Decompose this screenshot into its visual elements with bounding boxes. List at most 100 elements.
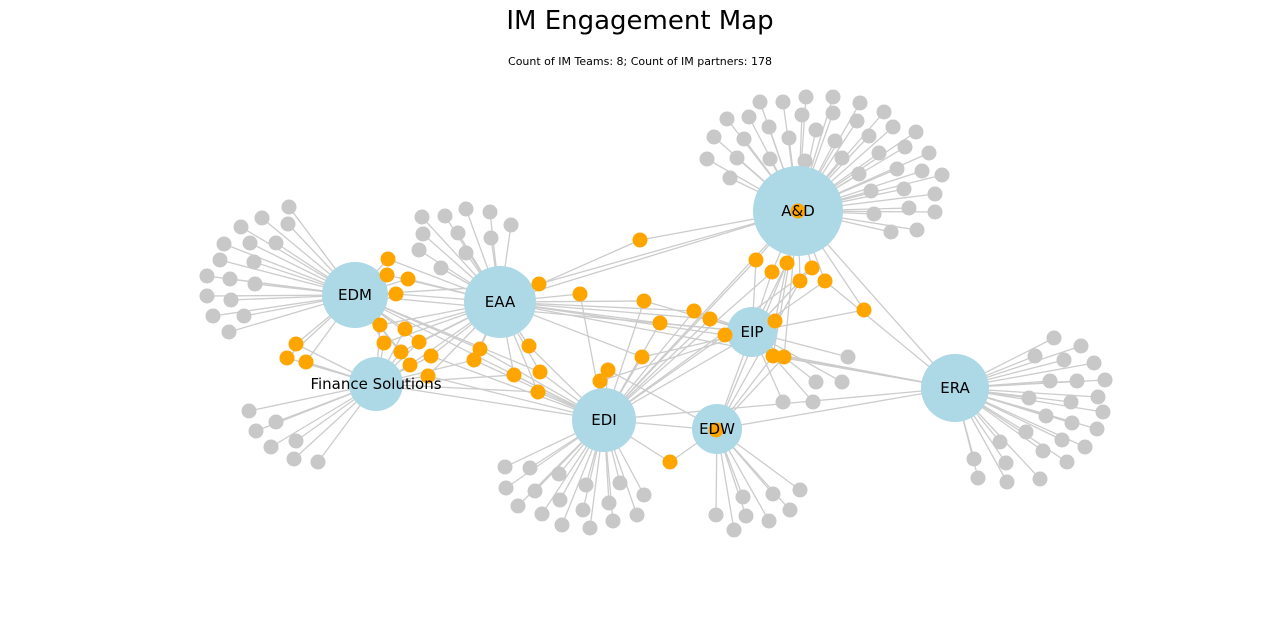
partner-node bbox=[1018, 424, 1034, 440]
partner-node bbox=[729, 150, 745, 166]
shared-partner-node bbox=[717, 327, 733, 343]
shared-partner-node bbox=[379, 267, 395, 283]
partner-node bbox=[222, 271, 238, 287]
partner-node bbox=[808, 374, 824, 390]
partner-node bbox=[458, 245, 474, 261]
partner-edge bbox=[375, 383, 539, 393]
partner-node bbox=[738, 508, 754, 524]
partner-node bbox=[921, 145, 937, 161]
partner-node bbox=[268, 414, 284, 430]
partner-node bbox=[871, 145, 887, 161]
partner-node bbox=[1059, 454, 1075, 470]
shared-partner-node bbox=[767, 313, 783, 329]
partner-edge bbox=[603, 267, 813, 421]
partner-node bbox=[437, 208, 453, 224]
partner-node bbox=[966, 451, 982, 467]
shared-partner-node bbox=[380, 251, 396, 267]
partner-node bbox=[775, 394, 791, 410]
partner-node bbox=[805, 394, 821, 410]
partner-node bbox=[852, 95, 868, 111]
partner-node bbox=[280, 216, 296, 232]
partner-node bbox=[522, 460, 538, 476]
partner-node bbox=[741, 109, 757, 125]
team-label: EIP bbox=[741, 323, 764, 341]
shared-partner-node bbox=[764, 264, 780, 280]
partner-node bbox=[450, 225, 466, 241]
partner-node bbox=[612, 475, 628, 491]
shared-partner-node bbox=[298, 354, 314, 370]
partner-node bbox=[601, 495, 617, 511]
partner-node bbox=[825, 105, 841, 121]
partner-node bbox=[927, 186, 943, 202]
partner-node bbox=[775, 94, 791, 110]
team-label: ERA bbox=[940, 379, 970, 397]
shared-partner-node bbox=[592, 373, 608, 389]
shared-partner-node bbox=[792, 273, 808, 289]
partner-node bbox=[510, 498, 526, 514]
partner-node bbox=[1056, 352, 1072, 368]
shared-partner-node bbox=[279, 350, 295, 366]
partner-node bbox=[534, 506, 550, 522]
partner-node bbox=[415, 226, 431, 242]
partner-node bbox=[840, 349, 856, 365]
shared-partner-node bbox=[776, 349, 792, 365]
shared-partner-node bbox=[400, 271, 416, 287]
team-node bbox=[464, 266, 536, 338]
team-node bbox=[322, 262, 388, 328]
partner-node bbox=[482, 204, 498, 220]
partner-node bbox=[781, 130, 797, 146]
shared-partner-node bbox=[636, 293, 652, 309]
partner-node bbox=[1090, 389, 1106, 405]
partner-node bbox=[199, 288, 215, 304]
shared-partner-node bbox=[466, 352, 482, 368]
shared-partner-node bbox=[402, 357, 418, 373]
partner-node bbox=[268, 235, 284, 251]
partner-node bbox=[248, 423, 264, 439]
partner-node bbox=[1073, 338, 1089, 354]
partner-node bbox=[876, 104, 892, 120]
shared-partner-node bbox=[702, 311, 718, 327]
team-label: EDI bbox=[591, 411, 616, 429]
partner-node bbox=[909, 222, 925, 238]
partner-node bbox=[1032, 471, 1048, 487]
partner-node bbox=[834, 150, 850, 166]
partner-node bbox=[1021, 390, 1037, 406]
partner-node bbox=[866, 206, 882, 222]
page-subtitle: Count of IM Teams: 8; Count of IM partne… bbox=[508, 55, 772, 68]
partner-node bbox=[752, 94, 768, 110]
partner-node bbox=[885, 119, 901, 135]
partner-node bbox=[483, 230, 499, 246]
partner-node bbox=[254, 210, 270, 226]
shared-partner-node bbox=[686, 303, 702, 319]
partner-node bbox=[792, 482, 808, 498]
partner-node bbox=[863, 183, 879, 199]
partner-node bbox=[205, 308, 221, 324]
shared-partner-node bbox=[393, 344, 409, 360]
partner-node bbox=[503, 217, 519, 233]
shared-partner-node bbox=[388, 286, 404, 302]
partner-node bbox=[889, 161, 905, 177]
shared-partner-node bbox=[532, 364, 548, 380]
partner-node bbox=[765, 486, 781, 502]
partner-node bbox=[1046, 330, 1062, 346]
partner-node bbox=[1089, 421, 1105, 437]
team-node bbox=[572, 388, 636, 452]
partner-node bbox=[934, 167, 950, 183]
partner-node bbox=[636, 487, 652, 503]
partner-node bbox=[1069, 373, 1085, 389]
partner-node bbox=[851, 166, 867, 182]
team-label: EAA bbox=[485, 293, 516, 311]
partner-node bbox=[1097, 372, 1113, 388]
team-label: EDW bbox=[699, 420, 735, 438]
partner-node bbox=[578, 477, 594, 493]
partner-node bbox=[1054, 432, 1070, 448]
shared-partner-node bbox=[506, 367, 522, 383]
partner-node bbox=[849, 113, 865, 129]
partner-node bbox=[761, 513, 777, 529]
partner-node bbox=[999, 474, 1015, 490]
partner-node bbox=[552, 492, 568, 508]
partner-node bbox=[699, 151, 715, 167]
partner-node bbox=[825, 89, 841, 105]
partner-node bbox=[827, 133, 843, 149]
shared-partner-node bbox=[376, 335, 392, 351]
